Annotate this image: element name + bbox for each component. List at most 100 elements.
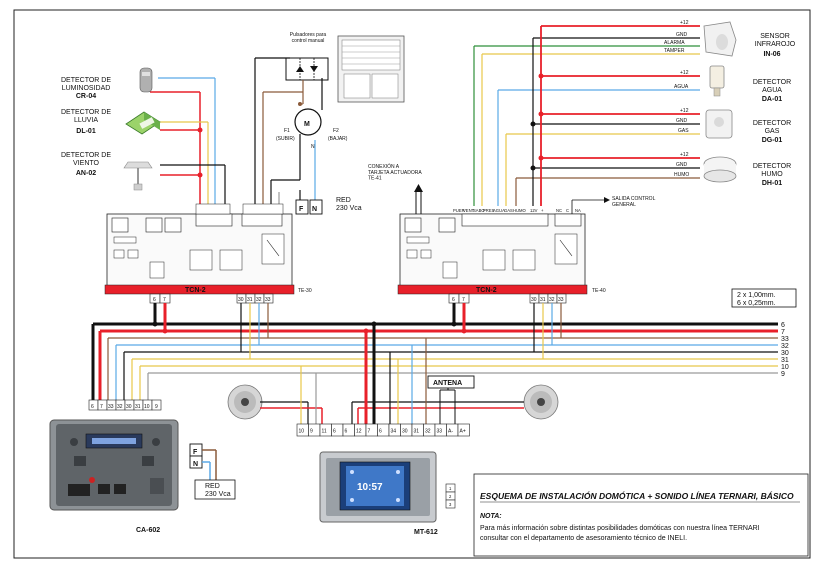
tcn-right-bus-term: 7 [462,297,465,303]
ca-terminal-strip: 6 7 33 32 30 31 10 9 [88,399,162,411]
motor-f2-sub: (BAJAR) [328,136,348,142]
tcn-right-ctrl-term: 30 [531,297,537,303]
speaker-left-icon [227,384,263,420]
right-bus-label: +12 [680,108,689,114]
detector-right-code: DH-01 [762,180,782,187]
right-bus-label: AGUA [674,84,689,90]
ca-term: 31 [135,404,141,410]
tcn-right-name: TCN-2 [476,287,497,294]
tcn-left-name: TCN-2 [185,287,206,294]
bus-label: 10 [781,364,789,371]
footer-note-line: Para más información sobre distintas pos… [480,525,760,532]
conexion-arrow [414,184,423,214]
ca-term: 32 [117,404,123,410]
bus-label: 31 [781,357,789,364]
mt-term: 12 [356,429,362,435]
mt-term: 32 [425,429,431,435]
footer-note-line: consultar con el departamento de asesora… [480,535,687,542]
mt-term: 7 [368,429,371,435]
cable-spec-line: 2 x 1,00mm. [737,292,776,299]
tcn-right-relay: C [566,208,569,213]
right-bus-label: ALARMA [664,40,685,46]
main-bus [91,322,778,400]
motor-neutral: N [311,144,315,150]
mt-term: 6 [333,429,336,435]
mt-term: A+ [460,429,466,435]
right-bus-label: TAMPER [664,48,685,54]
motor-f1: F1 [284,128,290,134]
ca-term: 7 [100,404,103,410]
mt-name: MT-612 [414,529,438,536]
antenna-label: ANTENA [433,380,462,387]
motor-wiring [242,57,323,215]
mt-side-term: 1 [449,486,452,491]
detector-right-code: DA-01 [762,96,782,103]
mt-term: 6 [345,429,348,435]
motor-f2: F2 [333,128,339,134]
tcn-left-ctrl-term: 33 [265,297,271,303]
left-detector-wiring [150,77,231,215]
cable-spec: 2 x 1,00mm. 6 x 0,25mm. [731,288,797,308]
mt-side-terminals: 1 2 3 [445,483,456,509]
tcn-right-input: AGUA [493,208,505,213]
tcn-right-tag: TE-40 [592,288,606,294]
luminosity-sensor-icon [139,67,153,93]
tcn-left-tag: TE-30 [298,288,312,294]
bus-label: 32 [781,343,789,350]
footer-title: ESQUEMA DE INSTALACIÓN DOMÓTICA + SONIDO… [480,490,794,501]
mt-term: 6 [379,429,382,435]
bus-label: 30 [781,350,789,357]
right-bus-label: HUMO [674,172,689,178]
ca-term: 30 [126,404,132,410]
ca-term: 10 [144,404,150,410]
mt-term: 9 [310,429,313,435]
detector-left-code: AN-02 [76,170,96,177]
mt-term: A- [448,429,453,435]
bus-label: 9 [781,371,785,378]
bus-label: 6 [781,322,785,329]
tcn-right-bus-term: 6 [452,297,455,303]
smoke-sensor-icon [703,156,737,183]
mt-term: 31 [414,429,420,435]
motor-label: M [304,121,310,128]
mt-side-term: 3 [449,502,452,507]
tcn-right-ctrl-term: 33 [558,297,564,303]
ca-power-f: F [193,449,198,456]
tcn-left-ctrl-term: 31 [247,297,253,303]
right-bus-label: +12 [680,20,689,26]
tcn-right-relay: NA [575,208,581,213]
right-bus-label: +12 [680,152,689,158]
wind-sensor-icon [123,161,153,191]
right-bus-label: GND [676,32,688,38]
tcn-right-input: VENT [463,208,475,213]
right-bus-label: +12 [680,70,689,76]
bus-labels: 6 7 33 32 30 31 10 9 [781,322,789,378]
mt-term: 34 [391,429,397,435]
detector-right-code: IN-06 [763,51,780,58]
power-top-n: N [312,206,317,213]
tcn-right-module: TCN-2 TE-40 PUER VENT SABO PRES AGUA GAS… [397,208,606,304]
mt-term: 10 [299,429,305,435]
antenna-box: ANTENA [427,375,475,389]
tcn-right-input: PRES [483,208,495,213]
tcn-right-relay: NC [556,208,562,213]
mt-612-device: 10:57 [319,451,437,523]
push-buttons-icon [285,57,329,81]
rain-sensor-icon [125,111,161,135]
detector-right-code: DG-01 [762,137,783,144]
mt-term-box [457,423,470,437]
